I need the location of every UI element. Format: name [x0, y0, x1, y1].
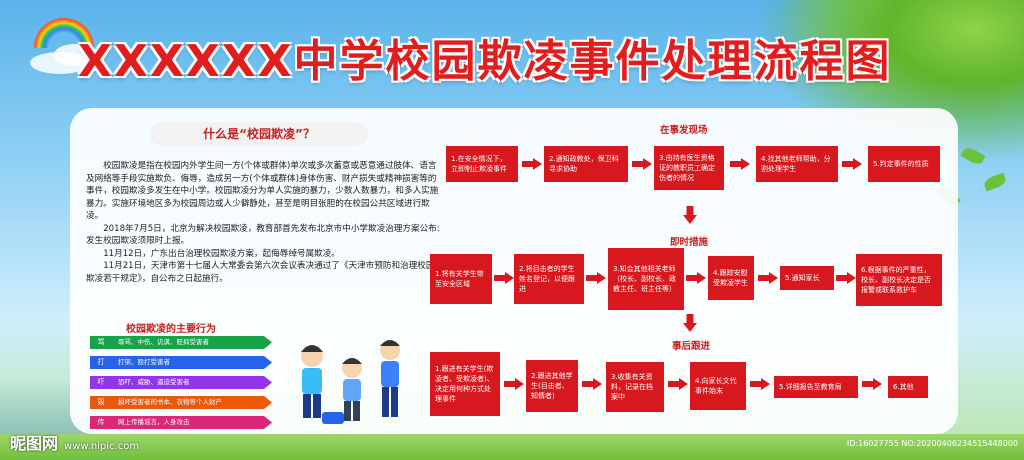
flow-step: 2.通知政教处，保卫科寻求协助 [544, 146, 628, 182]
flow-section-title: 即时措施 [670, 237, 709, 248]
intro-paragraph: 2018年7月5日，北京为解决校园欺凌，教育部首先发布北京市中小学欺凌治理方案公… [86, 223, 440, 247]
flow-step: 3.由持有医生资格证的教职员工确定伤者的情况 [654, 146, 724, 190]
arrow-right-icon [632, 158, 652, 170]
behaviors-list: 骂辱骂、中伤、讥讽、贬抑受害者 打打架、殴打受害者 吓恐吓、威胁、逼迫受害者 毁… [90, 336, 272, 436]
flow-step: 3.知会其他相关老师（校长、副校长、政教主任、班主任等） [608, 248, 684, 310]
behavior-item: 打打架、殴打受害者 [90, 356, 272, 369]
flow-step: 3.收集有关资料，记录在档案中 [606, 362, 664, 412]
behavior-bar: 恐吓、威胁、逼迫受害者 [112, 376, 272, 389]
arrow-right-icon [686, 272, 706, 284]
behavior-item: 吓恐吓、威胁、逼迫受害者 [90, 376, 272, 389]
flow-step: 6.其他 [888, 376, 928, 398]
arrow-right-icon [836, 272, 856, 284]
behavior-tag: 打 [90, 356, 112, 369]
behavior-tag: 骂 [90, 336, 112, 349]
arrow-right-icon [586, 272, 606, 284]
arrow-down-icon [683, 314, 697, 332]
children-illustration [301, 340, 400, 424]
image-watermark: ID:16027755 NO:20200406234515448000 [846, 439, 1018, 448]
arrow-right-icon [730, 158, 750, 170]
behavior-bar: 网上传播谣言，人身攻击 [112, 416, 272, 429]
behavior-tag: 毁 [90, 396, 112, 409]
arrow-right-icon [862, 378, 882, 390]
intro-paragraph: 校园欺凌是指在校园内外学生间一方(个体或群体)单次或多次蓄意或恶意通过肢体、语言… [86, 161, 439, 221]
flow-step: 5.通知家长 [780, 266, 834, 290]
cloud [54, 44, 94, 66]
behavior-bar: 损坏受害者的书本、衣物等个人财产 [112, 396, 272, 409]
arrow-right-icon [758, 272, 778, 284]
arrow-right-icon [522, 158, 542, 170]
page-title: XXXXXX中学校园欺凌事件处理流程图 [78, 36, 892, 87]
flow-step: 2.将目击者的学生姓名登记，以便跟进 [514, 254, 584, 304]
intro-text: 校园欺凌是指在校园内外学生间一方(个体或群体)单次或多次蓄意或恶意通过肢体、语言… [86, 160, 442, 285]
behaviors-title: 校园欺凌的主要行为 [126, 324, 216, 335]
logo-text: 昵图网 [10, 434, 59, 453]
logo-url: www.nipic.com [64, 441, 140, 452]
behavior-item: 毁损坏受害者的书本、衣物等个人财产 [90, 396, 272, 409]
flow-step: 1.跟进有关学生(欺凌者、受欺凌者)、决定用何种方式处理事件 [430, 352, 500, 416]
arrow-right-icon [494, 272, 514, 284]
behavior-item: 传网上传播谣言，人身攻击 [90, 416, 272, 429]
intro-paragraph: 11月21日，天津市第十七届人大常委会第六次会议表决通过了《天津市预防和治理校园… [86, 261, 435, 284]
flow-step: 6.根据事件的严重性，校长、副校长决定是否报警或联系救护车 [856, 254, 942, 306]
arrow-right-icon [582, 378, 602, 390]
arrow-right-icon [750, 378, 770, 390]
arrow-right-icon [504, 378, 524, 390]
arrow-right-icon [842, 158, 862, 170]
behavior-bar: 辱骂、中伤、讥讽、贬抑受害者 [112, 336, 272, 349]
flow-step: 5.详细报告至教育局 [774, 376, 858, 398]
grass [0, 434, 1024, 460]
flow-step: 1.将有关学生带至安全区域 [430, 254, 492, 304]
flow-step: 4.跟踪安慰受欺凌学生 [708, 256, 754, 300]
behavior-bar: 打架、殴打受害者 [112, 356, 272, 369]
flow-section-title: 在事发现场 [660, 125, 708, 136]
flow-step: 5.判定事件的性质 [868, 146, 940, 182]
arrow-right-icon [668, 378, 688, 390]
arrow-down-icon [683, 206, 697, 224]
flow-section-title: 事后跟进 [672, 341, 711, 352]
behavior-tag: 传 [90, 416, 112, 429]
intro-heading: 什么是“校园欺凌”？ [150, 122, 368, 146]
flow-step: 4.向家长文代事件始末 [690, 362, 746, 410]
intro-paragraph: 11月12日，广东出台治理校园欺凌方案，起侮辱绰号属欺凌。 [103, 248, 340, 259]
behavior-tag: 吓 [90, 376, 112, 389]
behavior-item: 骂辱骂、中伤、讥讽、贬抑受害者 [90, 336, 272, 349]
flow-step: 4.找其他老师帮助，分割处理学生 [756, 146, 838, 182]
site-logo: 昵图网 www.nipic.com [10, 430, 139, 454]
flow-step: 1.在安全情况下，立即制止欺凌事件 [446, 146, 518, 182]
flow-step: 2.跟进其他学生(目击者、知情者) [526, 360, 578, 412]
